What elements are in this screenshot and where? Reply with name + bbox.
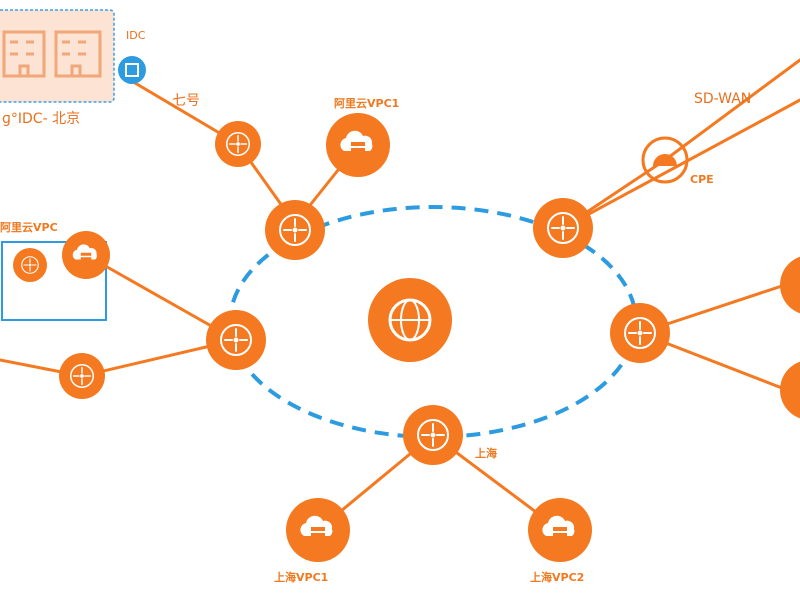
cpe-label: CPE bbox=[690, 173, 714, 186]
globe-refresh-icon bbox=[368, 278, 452, 362]
router-icon bbox=[215, 121, 261, 167]
building-tag: IDC bbox=[126, 29, 146, 42]
router-icon bbox=[59, 353, 105, 399]
cloud-server-icon bbox=[326, 113, 390, 177]
cloud-bottom-right-label: 上海VPC2 bbox=[530, 571, 585, 584]
cloud-server-icon bbox=[528, 498, 592, 562]
shanghai-label: 上海 bbox=[475, 447, 497, 460]
cloud-server-icon bbox=[62, 231, 110, 279]
sdwan-label: SD-WAN bbox=[694, 91, 752, 107]
router-icon bbox=[533, 198, 593, 258]
router-icon bbox=[610, 303, 670, 363]
link-label: 七号 bbox=[172, 93, 200, 109]
cloud-server-icon bbox=[286, 498, 350, 562]
router-icon bbox=[780, 361, 800, 419]
cloud-top-label: 阿里云VPC1 bbox=[334, 97, 400, 110]
user-icon bbox=[118, 56, 146, 84]
router-icon bbox=[403, 405, 463, 465]
vpc-group-box bbox=[1, 241, 107, 321]
router-icon bbox=[265, 200, 325, 260]
router-icon bbox=[206, 310, 266, 370]
lock-icon bbox=[641, 136, 689, 184]
building-caption: ɡ°IDC- 北京 bbox=[2, 111, 81, 127]
building-icon bbox=[2, 30, 102, 78]
idc-building bbox=[0, 9, 115, 103]
cloud-bottom-left-label: 上海VPC1 bbox=[274, 571, 329, 584]
vpc-box-caption: 阿里云VPC bbox=[0, 221, 58, 234]
router-icon bbox=[780, 256, 800, 314]
router-icon bbox=[13, 248, 47, 282]
